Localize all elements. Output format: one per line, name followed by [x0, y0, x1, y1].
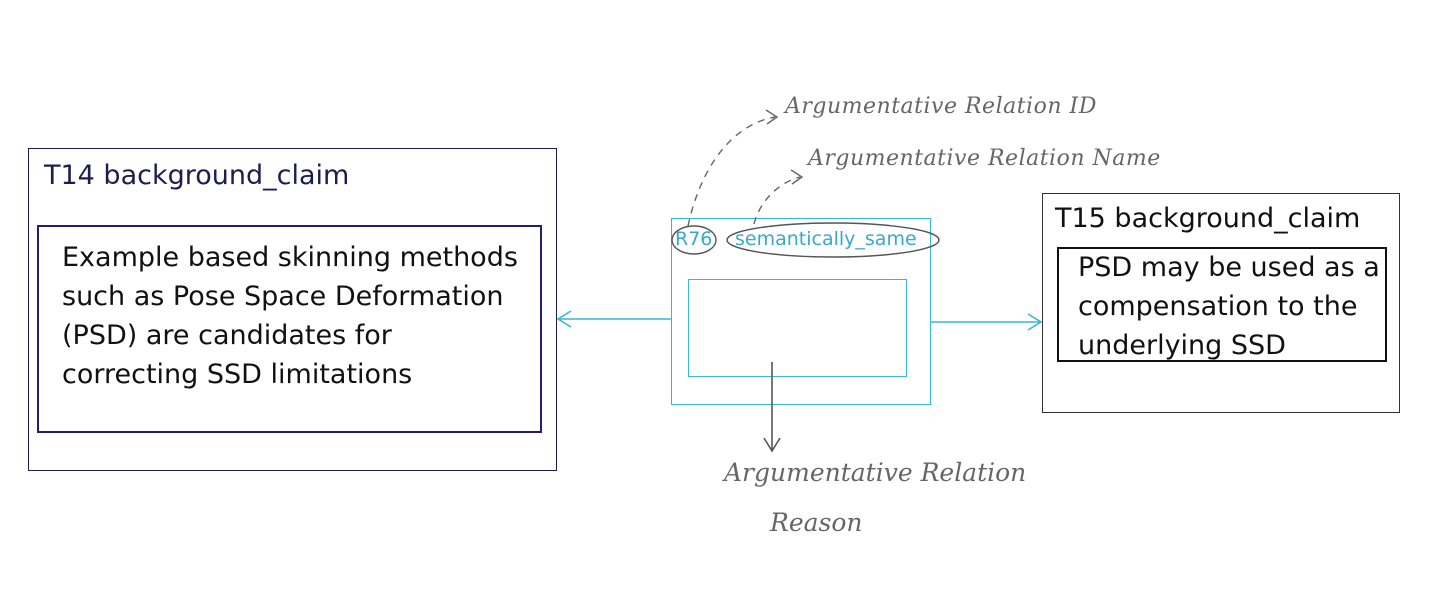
relation-name-pointer-head: [790, 169, 804, 185]
relation-reason-pointer-head: [763, 437, 781, 453]
relation-name-pointer: [753, 176, 801, 225]
relation-box: [671, 218, 931, 405]
arrow-to-source-head: [556, 310, 572, 328]
target-node-text-box: [1057, 247, 1387, 362]
relation-name-annotation: Argumentative Relation Name: [808, 146, 1161, 171]
relation-name-ellipse: [726, 222, 940, 258]
source-node-box: [28, 148, 557, 471]
arrow-to-target-head: [1027, 313, 1043, 331]
relation-id-pointer-head: [765, 109, 779, 125]
relation-id: R76: [675, 228, 713, 250]
relation-id-ellipse: [671, 225, 717, 255]
target-node-box: [1042, 193, 1400, 413]
relation-id-pointer: [687, 116, 776, 227]
relation-reason-annotation-line2: Reason: [770, 508, 863, 537]
target-node-title: T15 background_claim: [1055, 203, 1361, 234]
relation-reason-annotation: Argumentative Relation: [724, 458, 1027, 487]
source-node-text-box: [37, 225, 542, 433]
relation-id-annotation: Argumentative Relation ID: [785, 94, 1097, 119]
relation-reason-box: [688, 279, 907, 377]
relation-name: semantically_same: [735, 228, 917, 250]
source-node-title: T14 background_claim: [44, 160, 350, 191]
source-node-text: Example based skinning methods such as P…: [62, 242, 518, 390]
target-node-text: PSD may be used as a compensation to the…: [1078, 252, 1380, 361]
